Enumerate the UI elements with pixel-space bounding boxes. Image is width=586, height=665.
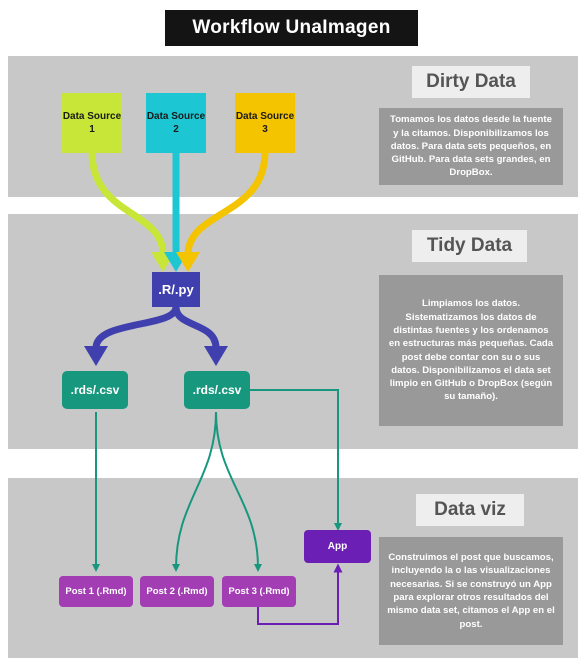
arrow-script-to-data-left (92, 305, 180, 349)
data-node-right[interactable]: .rds/.csv (184, 371, 250, 409)
arrowhead-source3 (176, 252, 200, 272)
section-description-tidy: Limpiamos los datos. Sistematizamos los … (379, 275, 563, 426)
app-node[interactable]: App (304, 530, 371, 563)
section-description-viz: Construimos el post que buscamos, incluy… (379, 537, 563, 645)
arrow-source3-to-script (184, 151, 269, 253)
section-description-dirty: Tomamos los datos desde la fuente y la c… (379, 108, 563, 185)
arrowhead-data-right (204, 346, 228, 366)
data-source-2[interactable]: Data Source 2 (146, 93, 206, 153)
arrow-data-right-to-app (248, 389, 342, 531)
data-node-left[interactable]: .rds/.csv (62, 371, 128, 409)
arrow-data-right-to-post2 (172, 411, 217, 572)
arrowhead-data-left (84, 346, 108, 366)
section-heading-viz: Data viz (416, 494, 524, 526)
post-1-node[interactable]: Post 1 (.Rmd) (59, 576, 133, 607)
arrow-data-right-to-post3 (215, 411, 262, 572)
arrow-post3-to-app (257, 563, 343, 625)
arrow-script-to-data-right (172, 306, 220, 349)
post-2-node[interactable]: Post 2 (.Rmd) (140, 576, 214, 607)
arrow-source1-to-script (88, 151, 167, 253)
post-3-node[interactable]: Post 3 (.Rmd) (222, 576, 296, 607)
diagram-title: Workflow UnaImagen (165, 10, 418, 46)
script-node[interactable]: .R/.py (152, 272, 200, 307)
section-heading-tidy: Tidy Data (412, 230, 527, 262)
data-source-3[interactable]: Data Source 3 (235, 93, 295, 153)
data-source-1[interactable]: Data Source 1 (62, 93, 122, 153)
section-heading-dirty: Dirty Data (412, 66, 530, 98)
